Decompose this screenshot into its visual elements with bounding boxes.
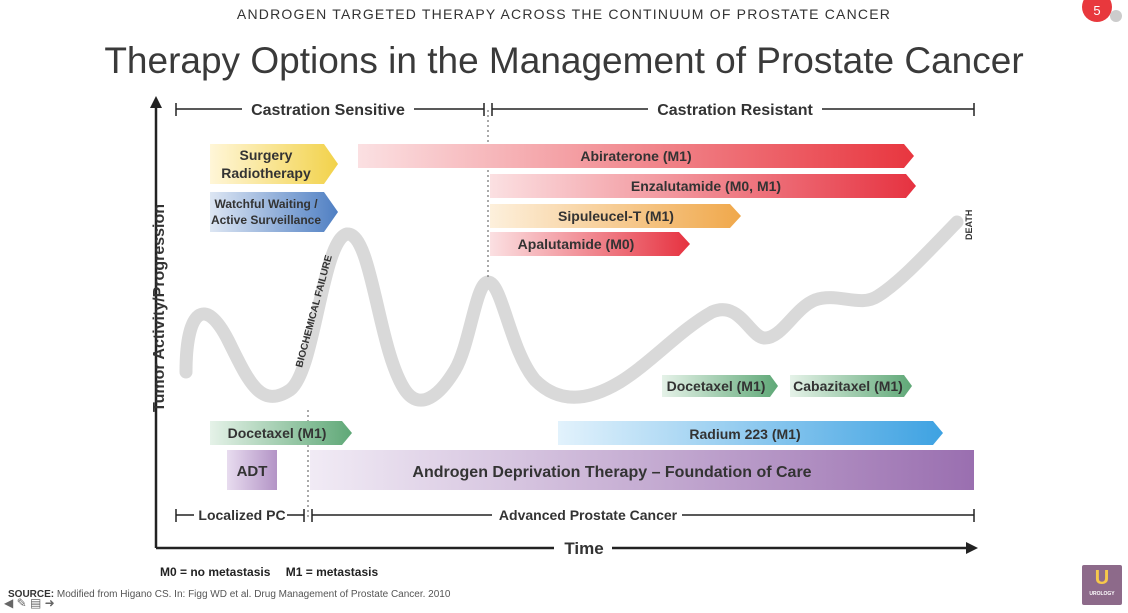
adt-foundation-bar (310, 450, 974, 490)
badge-handle-icon (1110, 10, 1122, 22)
abiraterone-label: Abiraterone (M1) (580, 148, 691, 164)
enzalutamide-bar (490, 174, 916, 198)
cabazitaxel-label: Cabazitaxel (M1) (793, 378, 903, 394)
y-axis-arrow-icon (150, 96, 162, 108)
surgery-label: Surgery (240, 147, 293, 163)
sipuleucel-bar (490, 204, 741, 228)
adt-foundation-label: Androgen Deprivation Therapy – Foundatio… (412, 464, 811, 481)
prev-arrow-icon[interactable]: ◀ (4, 596, 14, 610)
next-arrow-icon[interactable]: ➜ (44, 596, 55, 610)
cabazitaxel-bar (790, 375, 912, 397)
sipuleucel-label: Sipuleucel-T (M1) (558, 208, 674, 224)
death-label: DEATH (964, 210, 974, 240)
advanced-pc-label: Advanced Prostate Cancer (499, 507, 678, 523)
slide-number-badge[interactable]: 5 (1082, 0, 1112, 22)
active-surveillance-label: Active Surveillance (211, 213, 321, 227)
castration-resistant-label: Castration Resistant (657, 102, 813, 119)
urology-logo: U UROLOGY (1082, 565, 1122, 605)
watchful-waiting-bar (210, 192, 338, 232)
logo-mark: U (1094, 567, 1110, 589)
adt-box (227, 450, 277, 490)
pen-icon[interactable]: ✎ (16, 596, 27, 610)
docetaxel-cs-bar (210, 421, 352, 445)
metastasis-legend: M0 = no metastasis M1 = metastasis (160, 565, 390, 579)
tumor-progression-curve (179, 215, 964, 407)
radium-bar (558, 421, 943, 445)
menu-icon[interactable]: ▤ (29, 596, 42, 610)
radium-label: Radium 223 (M1) (689, 426, 800, 442)
surgery-radiotherapy-bar (210, 144, 338, 184)
x-axis-arrow-icon (966, 542, 978, 554)
docetaxel-cs-label: Docetaxel (M1) (228, 425, 327, 441)
abiraterone-bar (358, 144, 914, 168)
castration-sensitive-label: Castration Sensitive (251, 102, 405, 119)
apalutamide-label: Apalutamide (M0) (518, 236, 635, 252)
source-text: Modified from Higano CS. In: Figg WD et … (56, 589, 451, 600)
adt-label: ADT (237, 463, 268, 480)
slide-controls: ◀ ✎ ▤ ➜ (4, 596, 55, 610)
watchful-waiting-label: Watchful Waiting / (214, 197, 318, 211)
apalutamide-bar (490, 232, 690, 256)
source-label: SOURCE: (8, 589, 55, 600)
source-note: SOURCE: Modified from Higano CS. In: Fig… (8, 589, 450, 600)
y-axis-label: Tumor Activity/Progression (151, 204, 168, 412)
docetaxel-cr-label: Docetaxel (M1) (667, 378, 766, 394)
m1-legend: M1 = metastasis (285, 565, 379, 579)
x-axis-label: Time (564, 539, 603, 558)
localized-pc-label: Localized PC (198, 507, 285, 523)
slide-title: Therapy Options in the Management of Pro… (104, 40, 1024, 81)
m0-legend: M0 = no metastasis (160, 565, 271, 579)
radiotherapy-label: Radiotherapy (221, 165, 311, 181)
enzalutamide-label: Enzalutamide (M0, M1) (631, 178, 781, 194)
docetaxel-cr-bar (662, 375, 778, 397)
slide-header: ANDROGEN TARGETED THERAPY ACROSS THE CON… (236, 6, 892, 22)
logo-text: UROLOGY (1089, 591, 1115, 597)
